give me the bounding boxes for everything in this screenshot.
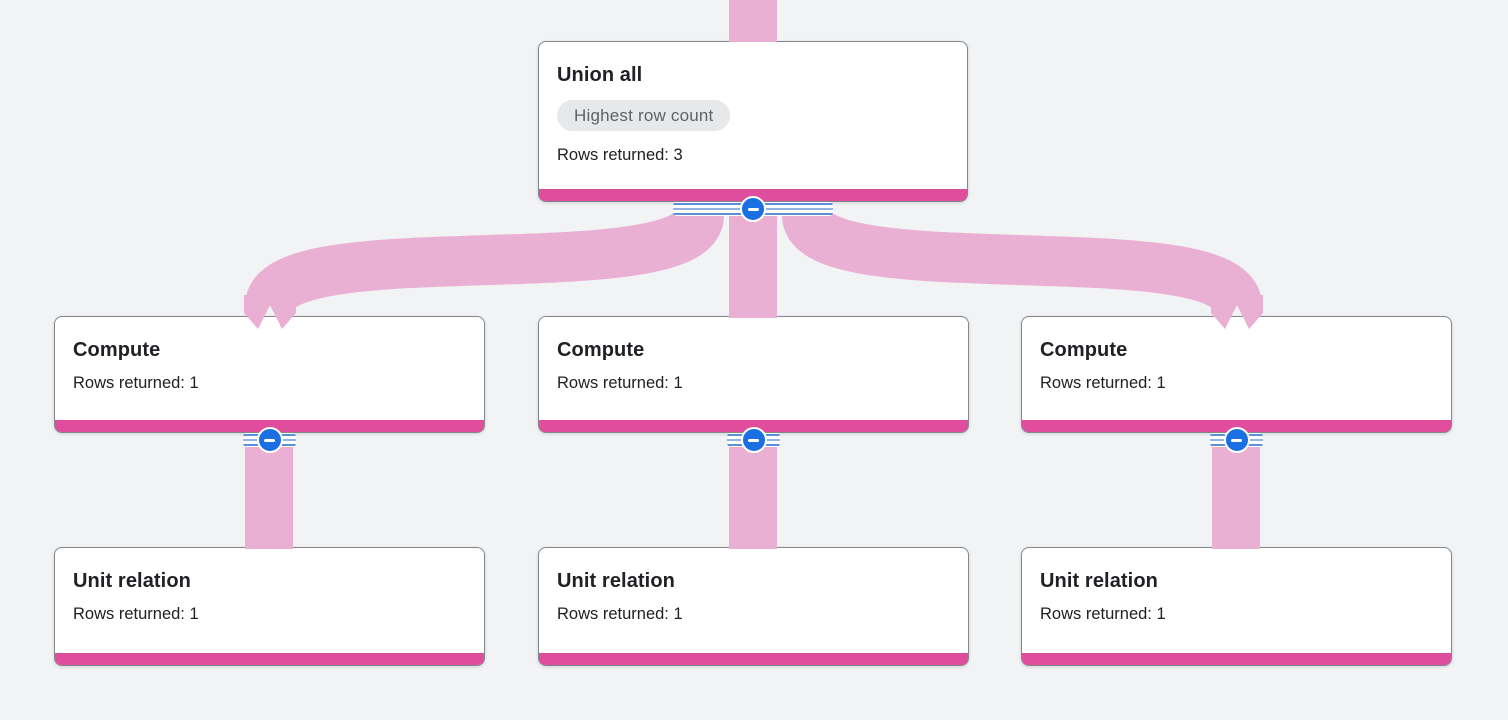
node-title: Unit relation [1040, 570, 1158, 592]
collapse-button[interactable] [256, 427, 283, 453]
plan-node-compute-center[interactable]: Compute Rows returned: 1 [538, 316, 969, 433]
rows-returned-label: Rows returned: 1 [557, 374, 683, 392]
node-title: Compute [1040, 339, 1128, 361]
connector-compute-center [727, 426, 780, 454]
node-title: Compute [557, 339, 645, 361]
connector-compute-left [243, 426, 296, 454]
minus-icon [1231, 438, 1242, 442]
edge-union-to-compute-left [245, 208, 724, 313]
edge-into-union-all [729, 0, 777, 42]
collapse-button[interactable] [1223, 427, 1250, 453]
node-title: Unit relation [557, 570, 675, 592]
rows-returned-label: Rows returned: 1 [557, 605, 683, 623]
node-accent-bar [539, 189, 967, 201]
plan-node-unit-relation-right[interactable]: Unit relation Rows returned: 1 [1021, 547, 1452, 666]
rows-returned-label: Rows returned: 1 [73, 605, 199, 623]
rows-returned-label: Rows returned: 1 [1040, 374, 1166, 392]
plan-node-compute-left[interactable]: Compute Rows returned: 1 [54, 316, 485, 433]
connector-union-all [673, 195, 833, 223]
plan-node-compute-right[interactable]: Compute Rows returned: 1 [1021, 316, 1452, 433]
rows-returned-label: Rows returned: 1 [73, 374, 199, 392]
node-accent-bar [55, 420, 484, 432]
node-title: Union all [557, 64, 643, 86]
node-accent-bar [539, 653, 968, 665]
node-accent-bar [539, 420, 968, 432]
collapse-button[interactable] [740, 427, 767, 453]
node-title: Compute [73, 339, 161, 361]
plan-node-unit-relation-left[interactable]: Unit relation Rows returned: 1 [54, 547, 485, 666]
node-accent-bar [1022, 420, 1451, 432]
minus-icon [747, 207, 759, 211]
rows-returned-label: Rows returned: 1 [1040, 605, 1166, 623]
rows-returned-label: Rows returned: 3 [557, 146, 683, 164]
plan-node-union-all[interactable]: Union all Highest row count Rows returne… [538, 41, 968, 202]
collapse-button[interactable] [740, 196, 766, 222]
minus-icon [748, 438, 759, 442]
connector-compute-right [1210, 426, 1263, 454]
minus-icon [264, 438, 275, 442]
edge-union-to-compute-right [782, 208, 1262, 313]
node-accent-bar [55, 653, 484, 665]
plan-node-unit-relation-center[interactable]: Unit relation Rows returned: 1 [538, 547, 969, 666]
node-accent-bar [1022, 653, 1451, 665]
highest-row-count-badge: Highest row count [557, 100, 731, 131]
node-title: Unit relation [73, 570, 191, 592]
